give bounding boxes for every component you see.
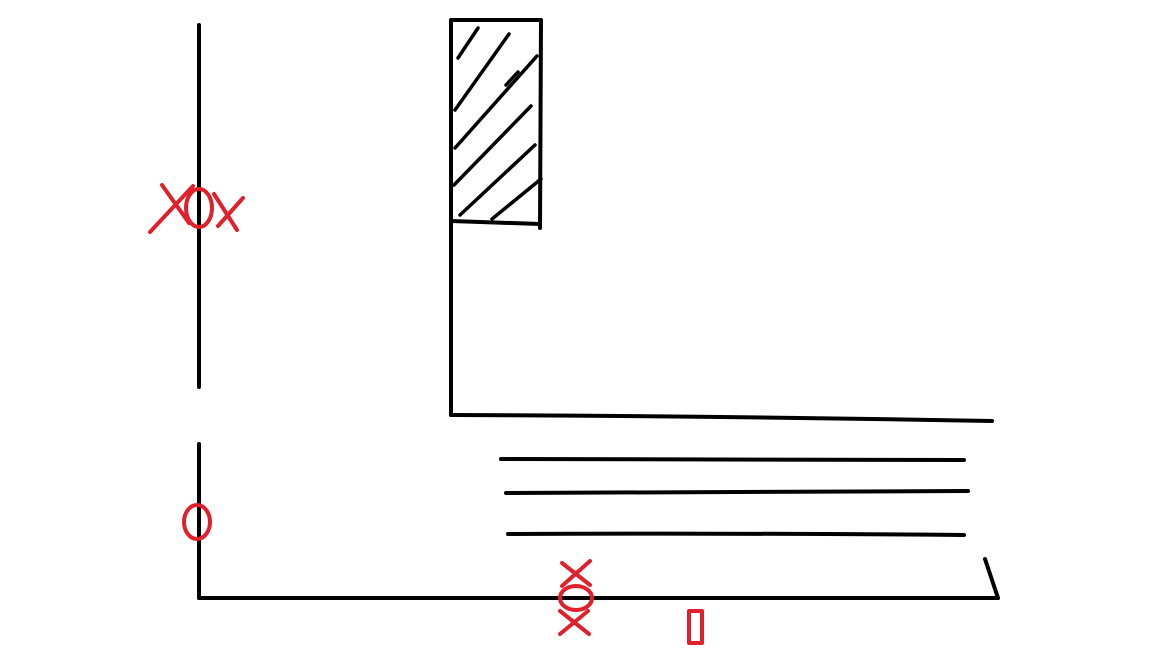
markers-group bbox=[148, 183, 704, 645]
marker-group-left-upper bbox=[148, 183, 245, 234]
rect-marker-bottom bbox=[687, 609, 704, 645]
o-marker bbox=[558, 584, 594, 612]
hatch-line bbox=[453, 54, 539, 150]
walls-group bbox=[197, 23, 1000, 600]
inner-corner-horizontal bbox=[449, 413, 994, 423]
hatch-line bbox=[504, 70, 520, 87]
parallel-line bbox=[499, 457, 966, 462]
bottom-right-tick bbox=[983, 557, 1000, 600]
o-marker bbox=[184, 187, 214, 229]
hatch-line bbox=[458, 143, 537, 217]
hatched-block bbox=[449, 18, 543, 230]
parallel-line bbox=[504, 489, 970, 495]
parallel-line bbox=[506, 531, 966, 537]
x-marker bbox=[558, 609, 591, 636]
hatch-line bbox=[490, 177, 543, 221]
marker-group-bottom bbox=[558, 559, 594, 636]
o-marker-left-lower bbox=[182, 503, 212, 541]
hatch-line bbox=[456, 26, 480, 60]
x-marker bbox=[148, 183, 195, 234]
parallel-lines-group bbox=[499, 457, 970, 537]
x-marker bbox=[560, 559, 592, 588]
hatch-line bbox=[453, 32, 511, 112]
hatch-line bbox=[452, 104, 533, 187]
x-marker bbox=[212, 192, 245, 232]
hatched-block-outline bbox=[449, 18, 543, 230]
